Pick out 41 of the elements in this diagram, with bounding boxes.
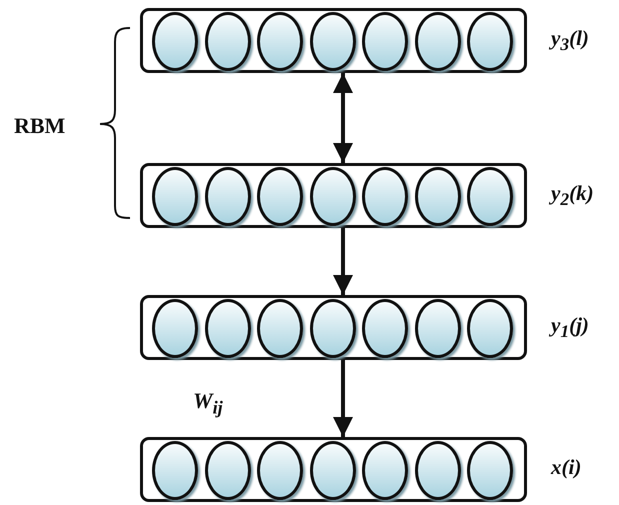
neuron-circle — [257, 167, 303, 226]
group-label: RBM — [14, 113, 66, 139]
weight-label: W$_{ij}$ — [193, 388, 223, 418]
neuron-circle — [414, 12, 460, 71]
neuron-circle — [362, 441, 408, 500]
neuron-circle — [204, 299, 250, 358]
neuron-circle — [467, 299, 513, 358]
neuron-circle — [467, 441, 513, 500]
neuron-circle — [152, 441, 198, 500]
neuron-circle — [257, 441, 303, 500]
neuron-circle — [414, 167, 460, 226]
arrow — [333, 360, 353, 437]
layer-bar — [140, 295, 527, 360]
neuron-circle — [204, 12, 250, 71]
layer-label: y$_{3}$(l) — [551, 26, 589, 56]
neuron-circle — [362, 167, 408, 226]
arrow — [333, 73, 353, 163]
neuron-circle — [152, 299, 198, 358]
neuron-circle — [310, 12, 356, 71]
layer-label: x(i) — [551, 455, 582, 480]
neuron-circle — [310, 299, 356, 358]
neuron-circle — [310, 167, 356, 226]
neuron-circle — [414, 441, 460, 500]
layer-bar — [140, 437, 527, 502]
neuron-circle — [204, 167, 250, 226]
neuron-circle — [414, 299, 460, 358]
layer-bar — [140, 163, 527, 228]
neuron-circle — [362, 12, 408, 71]
arrow — [333, 228, 353, 295]
neuron-circle — [257, 299, 303, 358]
layer-label: y$_{1}$(j) — [551, 313, 589, 342]
neuron-circle — [152, 12, 198, 71]
neuron-circle — [467, 12, 513, 71]
neuron-circle — [310, 441, 356, 500]
neuron-circle — [204, 441, 250, 500]
layer-bar — [140, 8, 527, 73]
neuron-circle — [467, 167, 513, 226]
neuron-circle — [152, 167, 198, 226]
layer-label: y$_{2}$(k) — [551, 181, 594, 210]
neuron-circle — [257, 12, 303, 71]
neuron-circle — [362, 299, 408, 358]
